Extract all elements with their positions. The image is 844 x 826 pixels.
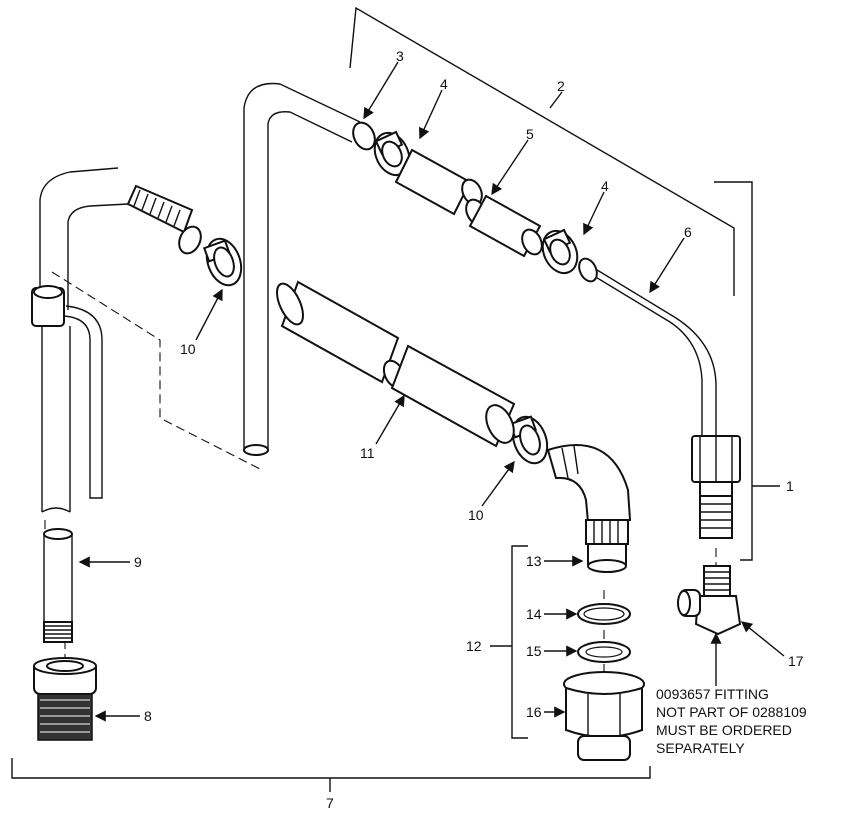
tube-part-6 — [578, 257, 741, 539]
callout-5: 5 — [526, 126, 534, 142]
callout-4-lower: 4 — [601, 178, 609, 194]
callout-11: 11 — [360, 445, 375, 461]
callout-2: 2 — [557, 78, 565, 94]
clamp-part-4-lower — [541, 228, 579, 275]
callout-17: 17 — [788, 653, 804, 669]
callout-14: 14 — [526, 606, 542, 622]
callout-1: 1 — [786, 478, 794, 494]
callout-10-upper: 10 — [180, 341, 196, 357]
callout-15: 15 — [526, 643, 542, 659]
alignment-dashes — [44, 271, 717, 676]
callout-8: 8 — [144, 708, 152, 724]
callout-10-lower: 10 — [468, 507, 484, 523]
threaded-end — [126, 184, 202, 255]
callout-6: 6 — [684, 224, 692, 240]
strainer-part-8 — [33, 657, 97, 741]
tube-part-3 — [243, 82, 376, 456]
leader-lines — [78, 61, 785, 722]
bracket-kit-12 — [490, 545, 528, 739]
fitting-part-13 — [585, 519, 629, 573]
note-line-1: 0093657 FITTING — [656, 686, 769, 702]
elbow-fitting — [546, 444, 632, 524]
callout-9: 9 — [134, 554, 142, 570]
note-line-2: NOT PART OF 0288109 — [656, 704, 807, 720]
callout-3: 3 — [396, 48, 404, 64]
callout-4-upper: 4 — [440, 76, 448, 92]
callout-7: 7 — [326, 795, 334, 811]
fitting-part-17 — [677, 565, 742, 636]
callout-12: 12 — [466, 638, 482, 654]
note-line-3: MUST BE ORDERED — [656, 722, 792, 738]
fitting-note: 0093657 FITTING NOT PART OF 0288109 MUST… — [656, 686, 807, 756]
bracket-assembly-1 — [714, 181, 780, 561]
suction-tube-part-9 — [31, 167, 129, 643]
note-line-4: SEPARATELY — [656, 740, 745, 756]
bracket-assembly-2 — [349, 6, 735, 296]
nut-part-16 — [563, 671, 645, 761]
callout-labels: 1 2 3 4 4 5 6 7 8 9 10 10 11 12 13 14 15… — [134, 48, 804, 811]
hose-part-5 — [394, 148, 543, 258]
callout-13: 13 — [526, 553, 542, 569]
clamp-part-4-upper — [373, 130, 411, 177]
o-ring-part-15 — [577, 641, 631, 663]
snap-ring-part-14 — [577, 603, 631, 625]
callout-16: 16 — [526, 704, 542, 720]
bracket-assembly-7 — [11, 758, 651, 792]
clamp-part-10-lower — [508, 415, 549, 465]
hose-part-11 — [276, 280, 516, 448]
clamp-part-10-upper — [202, 237, 243, 287]
